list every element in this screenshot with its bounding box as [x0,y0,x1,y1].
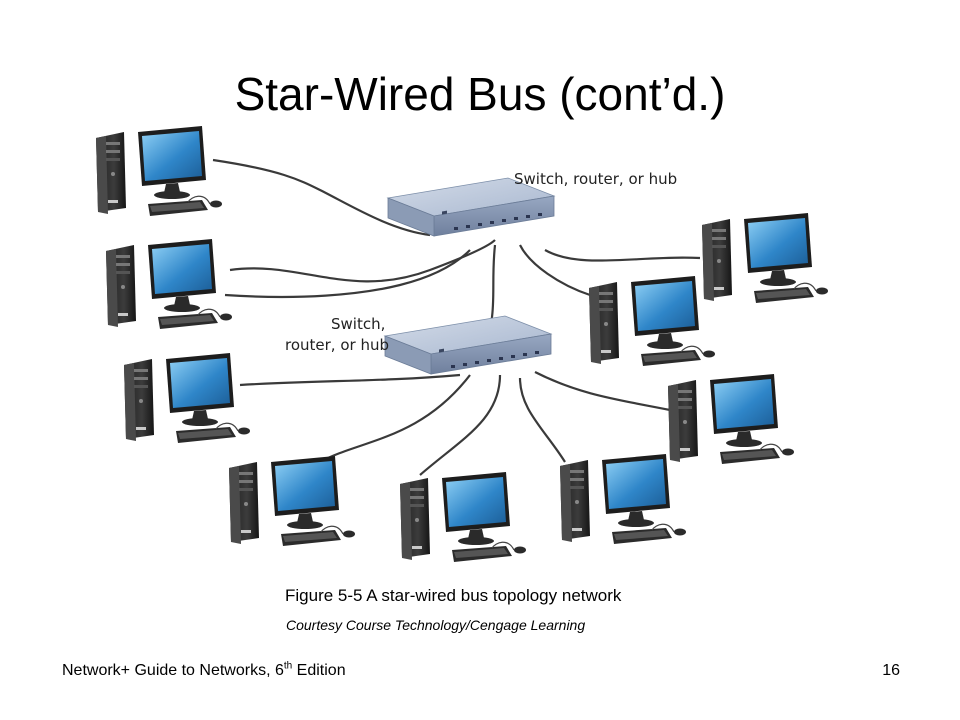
desktop-computer-icon [667,373,795,465]
desktop-computer-icon [228,455,356,547]
bottom-device-label-line1: Switch, [331,315,385,333]
figure-caption: Figure 5-5 A star-wired bus topology net… [285,586,622,605]
desktop-computer-icon [588,275,716,367]
switch-icon [384,315,552,375]
slide-title: Star-Wired Bus (cont’d.) [234,68,726,120]
footer-book-title: Network+ Guide to Networks, 6th Edition [62,660,346,682]
desktop-computer-icon [399,471,527,563]
desktop-computer-icon [701,212,829,304]
desktop-computer-icon [123,352,251,444]
cables [212,158,701,476]
desktop-computer-icon [95,125,223,217]
footer-book-superscript: th [283,660,293,672]
desktop-computer-icon [559,453,687,545]
page-number: 16 [882,662,900,679]
desktop-computer-icon [105,238,233,330]
footer-book-suffix: Edition [292,662,346,679]
bottom-device-label-line2: router, or hub [285,336,389,354]
footer-book-prefix: Network+ Guide to Networks, 6 [62,662,284,679]
figure-credit: Courtesy Course Technology/Cengage Learn… [286,617,586,633]
switch-icon [387,177,555,237]
top-device-label: Switch, router, or hub [514,170,677,188]
